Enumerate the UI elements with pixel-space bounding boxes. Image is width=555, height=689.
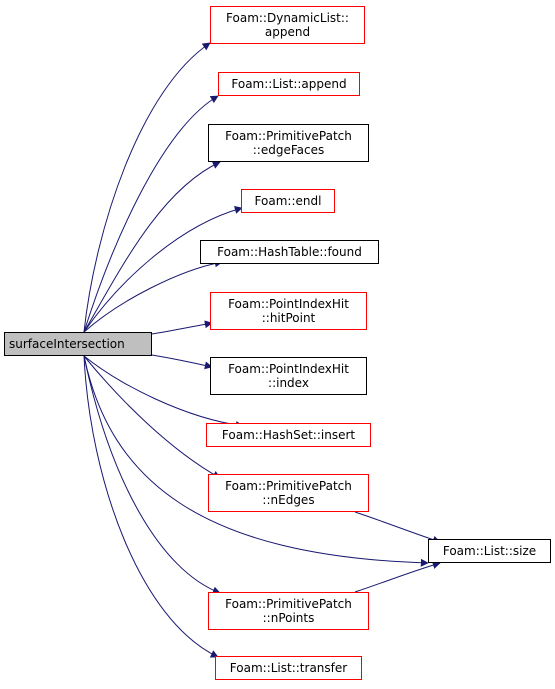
- node-pointindexhit-index[interactable]: Foam::PointIndexHit::index: [210, 357, 367, 395]
- root-node-label: surfaceIntersection: [9, 337, 125, 351]
- node-label-line: Foam::List::transfer: [229, 661, 348, 675]
- edge-primitivepatch-npoints-to-list-size: [354, 561, 441, 593]
- edge-root-to-list-append: [83, 95, 219, 333]
- node-primitivepatch-nedges[interactable]: Foam::PrimitivePatch::nEdges: [208, 474, 369, 512]
- edge-root-to-pointindexhit-hitpoint: [151, 320, 213, 335]
- edge-root-to-pointindexhit-index: [151, 354, 213, 370]
- node-label-line: Foam::PrimitivePatch: [225, 479, 352, 493]
- node-list-size[interactable]: Foam::List::size: [428, 539, 551, 563]
- node-label-line: ::edgeFaces: [252, 143, 325, 157]
- edge-primitivepatch-nedges-to-list-size: [354, 511, 441, 544]
- node-label-line: Foam::DynamicList::: [226, 11, 349, 25]
- node-label-line: ::index: [268, 376, 309, 390]
- node-list-transfer[interactable]: Foam::List::transfer: [215, 656, 362, 680]
- node-primitivepatch-edgefaces[interactable]: Foam::PrimitivePatch::edgeFaces: [208, 124, 369, 162]
- node-label-line: Foam::HashTable::found: [217, 245, 362, 259]
- edge-root-to-primitivepatch-edgefaces: [83, 161, 221, 333]
- edge-root-to-dynamiclist-append: [83, 42, 211, 333]
- node-label-line: Foam::List::size: [442, 544, 537, 558]
- node-label-line: ::hitPoint: [261, 311, 316, 325]
- edge-root-to-hashset-insert: [83, 355, 244, 429]
- node-label-line: Foam::PrimitivePatch: [225, 129, 352, 143]
- edge-root-to-list-size: [83, 355, 429, 567]
- edge-root-to-hashtable-found: [83, 259, 223, 333]
- node-label-line: Foam::PointIndexHit: [228, 362, 349, 376]
- node-label-line: ::nPoints: [262, 611, 315, 625]
- node-label-line: Foam::PrimitivePatch: [225, 597, 352, 611]
- edge-root-to-primitivepatch-npoints: [83, 355, 221, 595]
- edge-root-to-endl: [83, 206, 243, 333]
- node-label-line: Foam::List::append: [231, 77, 347, 91]
- edge-root-to-list-transfer: [83, 355, 219, 658]
- node-primitivepatch-npoints[interactable]: Foam::PrimitivePatch::nPoints: [208, 592, 369, 630]
- node-hashtable-found[interactable]: Foam::HashTable::found: [200, 240, 379, 264]
- node-pointindexhit-hitpoint[interactable]: Foam::PointIndexHit::hitPoint: [210, 292, 367, 330]
- node-dynamiclist-append[interactable]: Foam::DynamicList::append: [210, 6, 365, 44]
- edge-root-to-primitivepatch-nedges: [83, 355, 221, 479]
- node-label-line: Foam::HashSet::insert: [221, 428, 356, 442]
- node-label-line: append: [264, 25, 311, 39]
- node-endl[interactable]: Foam::endl: [241, 189, 335, 213]
- node-label-line: Foam::PointIndexHit: [228, 297, 349, 311]
- node-hashset-insert[interactable]: Foam::HashSet::insert: [206, 423, 371, 447]
- node-list-append[interactable]: Foam::List::append: [218, 72, 360, 96]
- node-label-line: ::nEdges: [262, 493, 315, 507]
- node-label-line: Foam::endl: [254, 194, 322, 208]
- root-node-surfaceintersection[interactable]: surfaceIntersection: [4, 332, 152, 356]
